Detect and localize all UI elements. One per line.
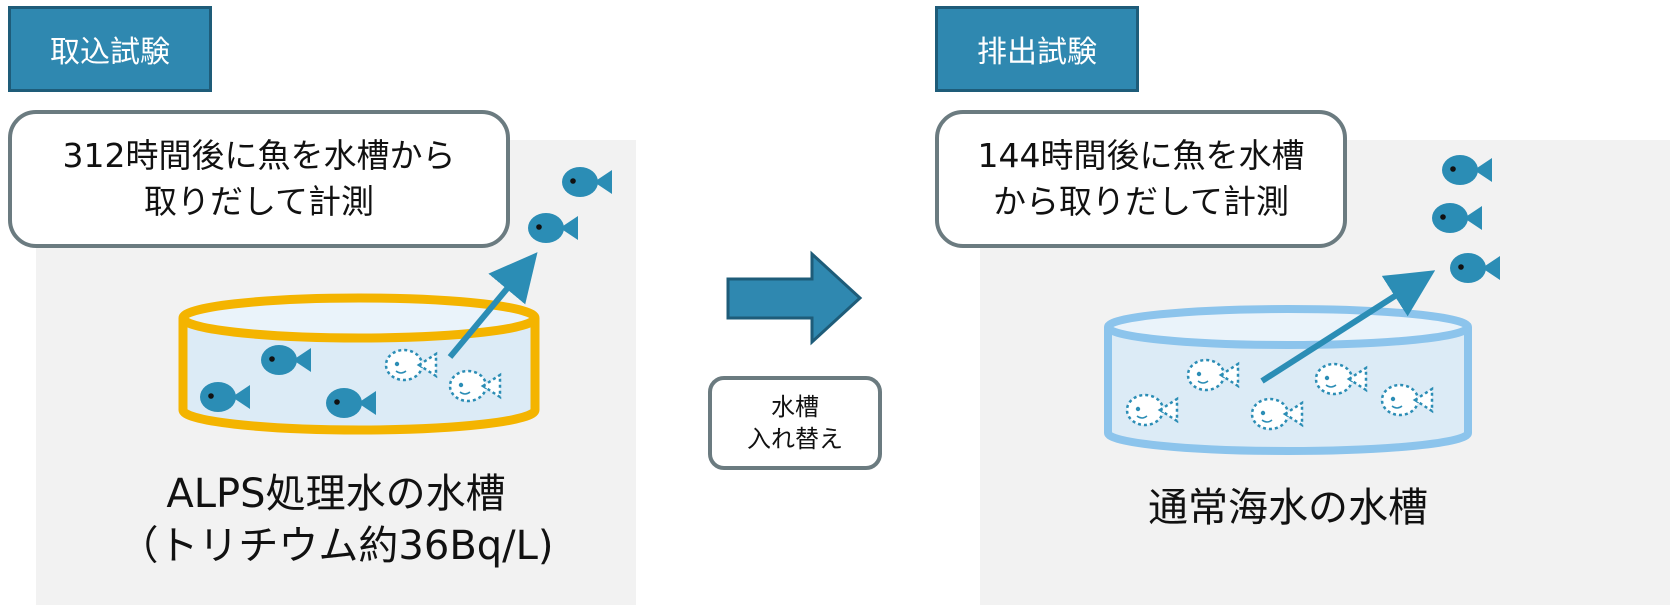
excretion-measurement-callout: 144時間後に魚を水槽 から取りだして計測: [935, 110, 1347, 248]
callout-line: 312時間後に魚を水槽から: [62, 136, 456, 175]
fish-icon: [1442, 155, 1492, 185]
fish-removal-arrow: [447, 252, 538, 359]
excretion-tank-caption: 通常海水の水槽: [980, 482, 1596, 534]
tank-swap-line: 入れ替え: [747, 425, 843, 453]
excretion-tank: [1104, 305, 1472, 455]
caption-line: 通常海水の水槽: [1148, 485, 1428, 531]
fish-icon: [528, 213, 578, 243]
intake-test-label: 取込試験: [8, 6, 212, 92]
fish-icon: [562, 167, 612, 197]
fish-icon: [1432, 203, 1482, 233]
caption-line: （トリチウム約36Bq/L): [118, 523, 554, 569]
fish-icon: [1450, 253, 1500, 283]
intake-tank: [178, 293, 540, 435]
transfer-arrow-icon: [726, 250, 863, 346]
excretion-test-label: 排出試験: [935, 6, 1139, 92]
callout-line: 144時間後に魚を水槽: [977, 136, 1305, 175]
caption-line: ALPS処理水の水槽: [166, 471, 506, 517]
callout-line: 取りだして計測: [143, 182, 374, 221]
intake-measurement-callout: 312時間後に魚を水槽から 取りだして計測: [8, 110, 510, 248]
tank-swap-line: 水槽: [771, 393, 819, 421]
fish-removal-arrow: [1260, 270, 1436, 384]
intake-tank-caption: ALPS処理水の水槽 （トリチウム約36Bq/L): [36, 468, 636, 572]
callout-line: から取りだして計測: [992, 182, 1289, 221]
tank-swap-box: 水槽 入れ替え: [708, 376, 882, 470]
